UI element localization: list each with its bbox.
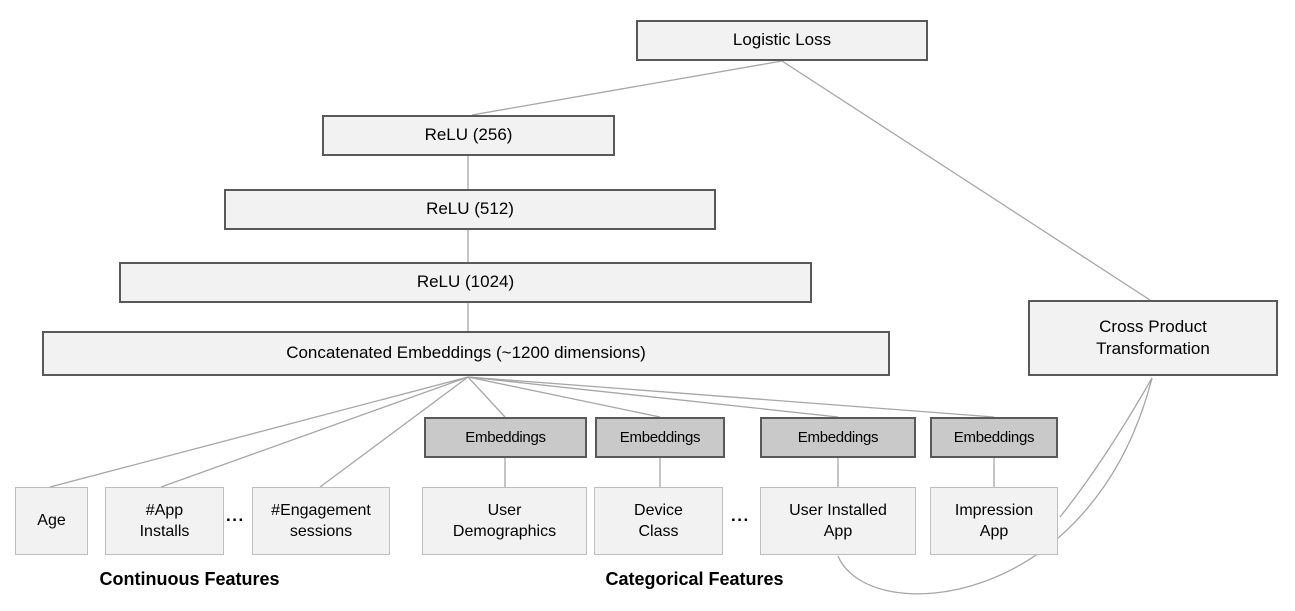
node-embeddings-user-demographics: Embeddings (424, 417, 587, 458)
node-embeddings-impression-app: Embeddings (930, 417, 1058, 458)
categorical-ellipsis: ... (731, 506, 750, 525)
categorical-features-label: Categorical Features (605, 569, 784, 589)
node-feature-engagement-sessions: #Engagement sessions (252, 487, 390, 555)
edge-concat-emb1 (467, 376, 506, 418)
edge-concat-emb4 (467, 376, 995, 418)
edge-concat-emb3 (467, 376, 839, 418)
edge-loss-to-relu256 (471, 60, 783, 116)
edge-concat-appinstalls (160, 376, 469, 488)
node-feature-user-demographics: User Demographics (422, 487, 587, 555)
node-relu-1024: ReLU (1024) (119, 262, 812, 303)
edge-concat-age (49, 376, 469, 488)
node-feature-age: Age (15, 487, 88, 555)
edge-impression-crossproduct (1059, 377, 1153, 518)
node-feature-user-installed-app: User Installed App (760, 487, 916, 555)
node-feature-impression-app: Impression App (930, 487, 1058, 555)
edge-concat-emb2 (467, 376, 661, 418)
node-concatenated-embeddings: Concatenated Embeddings (~1200 dimension… (42, 331, 890, 376)
continuous-features-label: Continuous Features (99, 569, 280, 589)
node-embeddings-user-installed-app: Embeddings (760, 417, 916, 458)
continuous-ellipsis: ... (226, 506, 245, 525)
edge-userinstalled-crossproduct (837, 377, 1153, 595)
node-feature-app-installs: #App Installs (105, 487, 224, 555)
node-relu-256: ReLU (256) (322, 115, 615, 156)
node-cross-product-transformation: Cross Product Transformation (1028, 300, 1278, 376)
node-relu-512: ReLU (512) (224, 189, 716, 230)
edge-loss-to-crossproduct (781, 60, 1151, 301)
node-feature-device-class: Device Class (594, 487, 723, 555)
node-embeddings-device-class: Embeddings (595, 417, 725, 458)
node-logistic-loss: Logistic Loss (636, 20, 928, 61)
